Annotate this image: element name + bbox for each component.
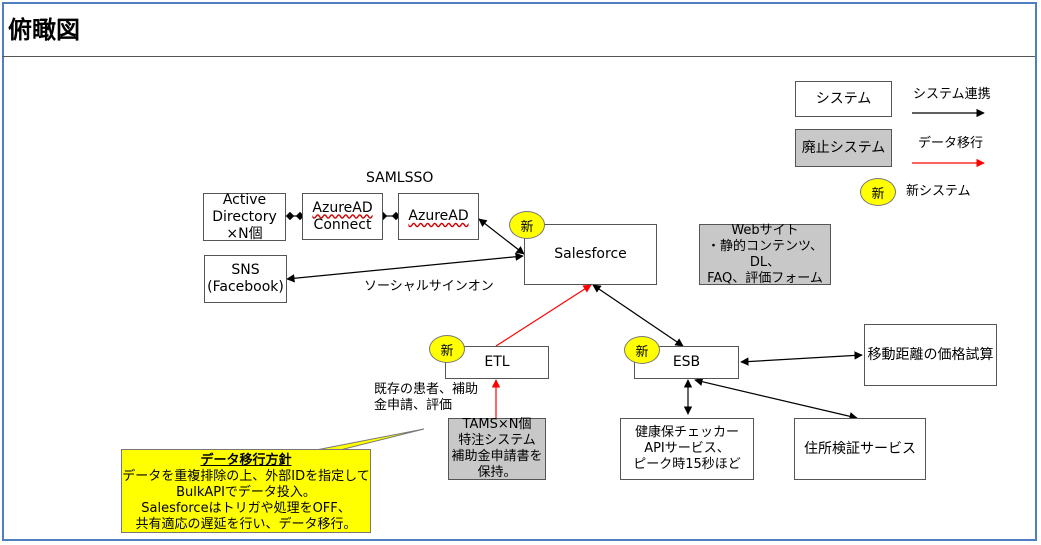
callout-pointer: [315, 428, 425, 451]
azure-ad-connect-line2: Connect: [313, 216, 372, 233]
azure-ad-connect-node: AzureAD Connect: [302, 193, 383, 240]
esb-new-badge: 新: [624, 336, 660, 364]
link-etl-salesforce: [495, 284, 592, 347]
legend-new-badge: 新: [860, 178, 896, 206]
link-sns-salesforce: [286, 252, 524, 283]
sns-node: SNS (Facebook): [204, 255, 287, 303]
website-node: Webサイト ・静的コンテンツ、DL、 FAQ、評価フォーム: [699, 223, 831, 286]
distance-pricing-node: 移動距離の価格試算: [864, 324, 997, 386]
social-signon-label: ソーシャルサインオン: [364, 279, 494, 294]
legend-retired-box: 廃止システム: [795, 129, 892, 167]
callout-body: データを重複排除の上、外部IDを指定して BulkAPIでデータ投入。 Sale…: [122, 469, 370, 532]
legend-system-box: システム: [795, 81, 892, 117]
azure-ad-label: AzureAD: [408, 208, 469, 224]
tams-node: TAMS×N個 特注システム 補助金申請書を保持。: [448, 417, 546, 480]
active-directory-node: Active Directory ×N個: [203, 192, 286, 242]
legend-integration-label: システム連携: [913, 87, 991, 102]
samlsso-label: SAMLSSO: [366, 170, 434, 186]
etl-note-label: 既存の患者、補助 金申請、評価: [374, 382, 479, 413]
salesforce-new-badge: 新: [509, 211, 545, 239]
link-salesforce-esb: [592, 284, 684, 347]
address-verification-node: 住所検証サービス: [794, 418, 926, 480]
esb-node: ESB: [634, 346, 739, 379]
title-divider: [2, 56, 1035, 57]
link-azuread-salesforce: [478, 218, 525, 255]
callout-title: データ移行方針: [200, 453, 292, 468]
azure-ad-connect-line1: AzureAD: [312, 199, 373, 216]
salesforce-node: Salesforce: [524, 224, 657, 285]
etl-new-badge: 新: [429, 335, 465, 363]
page-title: 俯瞰図: [8, 16, 80, 44]
link-esb-distance: [740, 351, 863, 366]
health-checker-node: 健康保チェッカー APIサービス、 ピーク時15秒ほど: [620, 418, 754, 480]
migration-policy-callout: データ移行方針 データを重複排除の上、外部IDを指定して BulkAPIでデータ…: [121, 449, 371, 533]
legend-migration-label: データ移行: [918, 136, 984, 151]
legend-new-system-label: 新システム: [906, 184, 971, 199]
link-esb-address: [694, 377, 858, 421]
azure-ad-node: AzureAD: [398, 193, 479, 240]
